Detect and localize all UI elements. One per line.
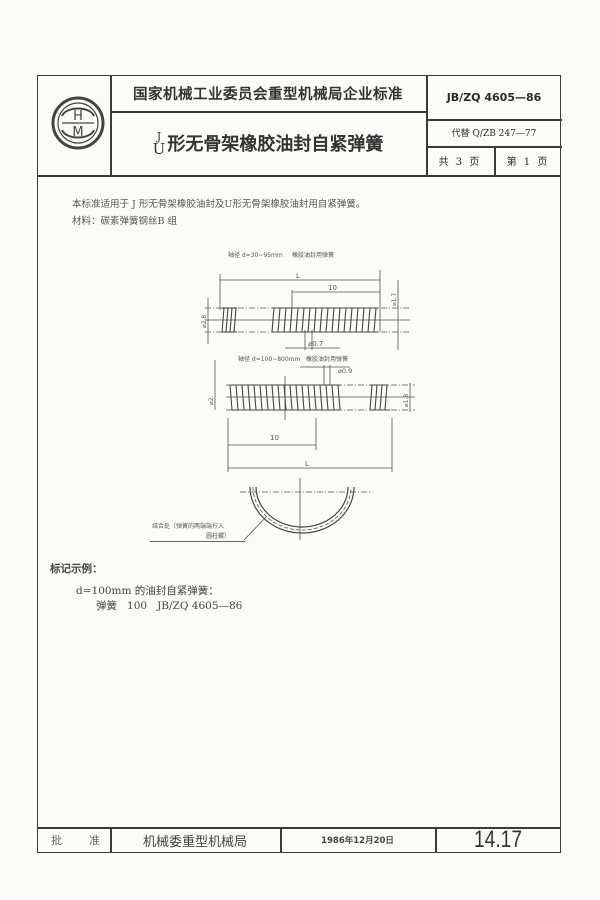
header-divider [494,146,496,175]
pages-total: 共 3 页 [438,157,482,168]
material-text: 材料：碳素弹簧钢丝B 组 [72,216,178,227]
footer-divider [110,827,112,853]
svg-text:⌀1.7: ⌀1.7 [391,293,398,306]
leader-line [150,541,245,542]
issuing-organization: 国家机械工业委员会重型机械局企业标准 [133,86,403,103]
joint-note-line1: 结合处（弹簧的两端端拧入 [152,523,225,530]
svg-text:⌀1.8: ⌀1.8 [403,394,410,407]
header-divider [110,111,426,113]
example-line-1: d=100mm 的油封自紧弹簧： [76,585,219,597]
title-text: 形无骨架橡胶油封自紧弹簧 [167,134,384,155]
scope-text: 本标准适用于 J 形无骨架橡胶油封及U形无骨架橡胶油封用自紧弹簧。 [72,199,366,210]
title-prefix: J U [152,129,166,158]
svg-text:10: 10 [328,284,337,292]
replaces-standard: 代替 Q/ZB 247—77 [451,129,537,139]
header-bottom-line [37,175,561,177]
logo-icon: H M [51,96,105,150]
svg-text:H: H [73,109,83,124]
svg-text:M: M [72,125,83,140]
svg-text:L: L [296,272,300,280]
footer-divider [280,827,282,853]
spring-drawing: 轴径 d=30~95mm 橡胶油封用弹簧 L 10 ⌀0.7 ⌀2.8 ⌀1.7… [201,251,415,540]
standard-number: JB/ZQ 4605—86 [446,90,542,104]
svg-text:橡胶油封用弹簧: 橡胶油封用弹簧 [306,355,348,363]
joint-note-line2: 圆柱螺） [206,533,231,540]
document-title: J U 形无骨架橡胶油封自紧弹簧 [110,111,426,175]
example-line-2: 弹簧 100 JB/ZQ 4605—86 [96,600,243,612]
svg-text:⌀0.9: ⌀0.9 [338,367,352,375]
svg-text:⌀2.8: ⌀2.8 [201,315,208,328]
document-frame [37,75,561,853]
svg-text:⌀2.: ⌀2. [208,396,215,405]
header-divider [426,119,562,121]
header-divider [426,75,428,175]
svg-text:⌀0.7: ⌀0.7 [308,340,323,348]
svg-text:轴径 d=100~800mm: 轴径 d=100~800mm [238,355,301,363]
svg-text:橡胶油封用弹簧: 橡胶油封用弹簧 [292,251,334,259]
document-number: 14.17 [473,826,523,853]
footer-divider [435,827,437,853]
svg-text:L: L [305,460,309,468]
example-heading: 标记示例： [50,563,103,575]
approval-label: 批 准 [51,834,100,847]
approval-date: 1986年12月20日 [321,836,394,846]
page-current: 第 1 页 [506,157,550,168]
svg-text:10: 10 [270,434,279,442]
footer-top-line [37,827,561,829]
svg-text:轴径 d=30~95mm: 轴径 d=30~95mm [228,251,283,259]
header-divider [110,75,112,175]
approving-authority: 机械委重型机械局 [142,834,247,850]
